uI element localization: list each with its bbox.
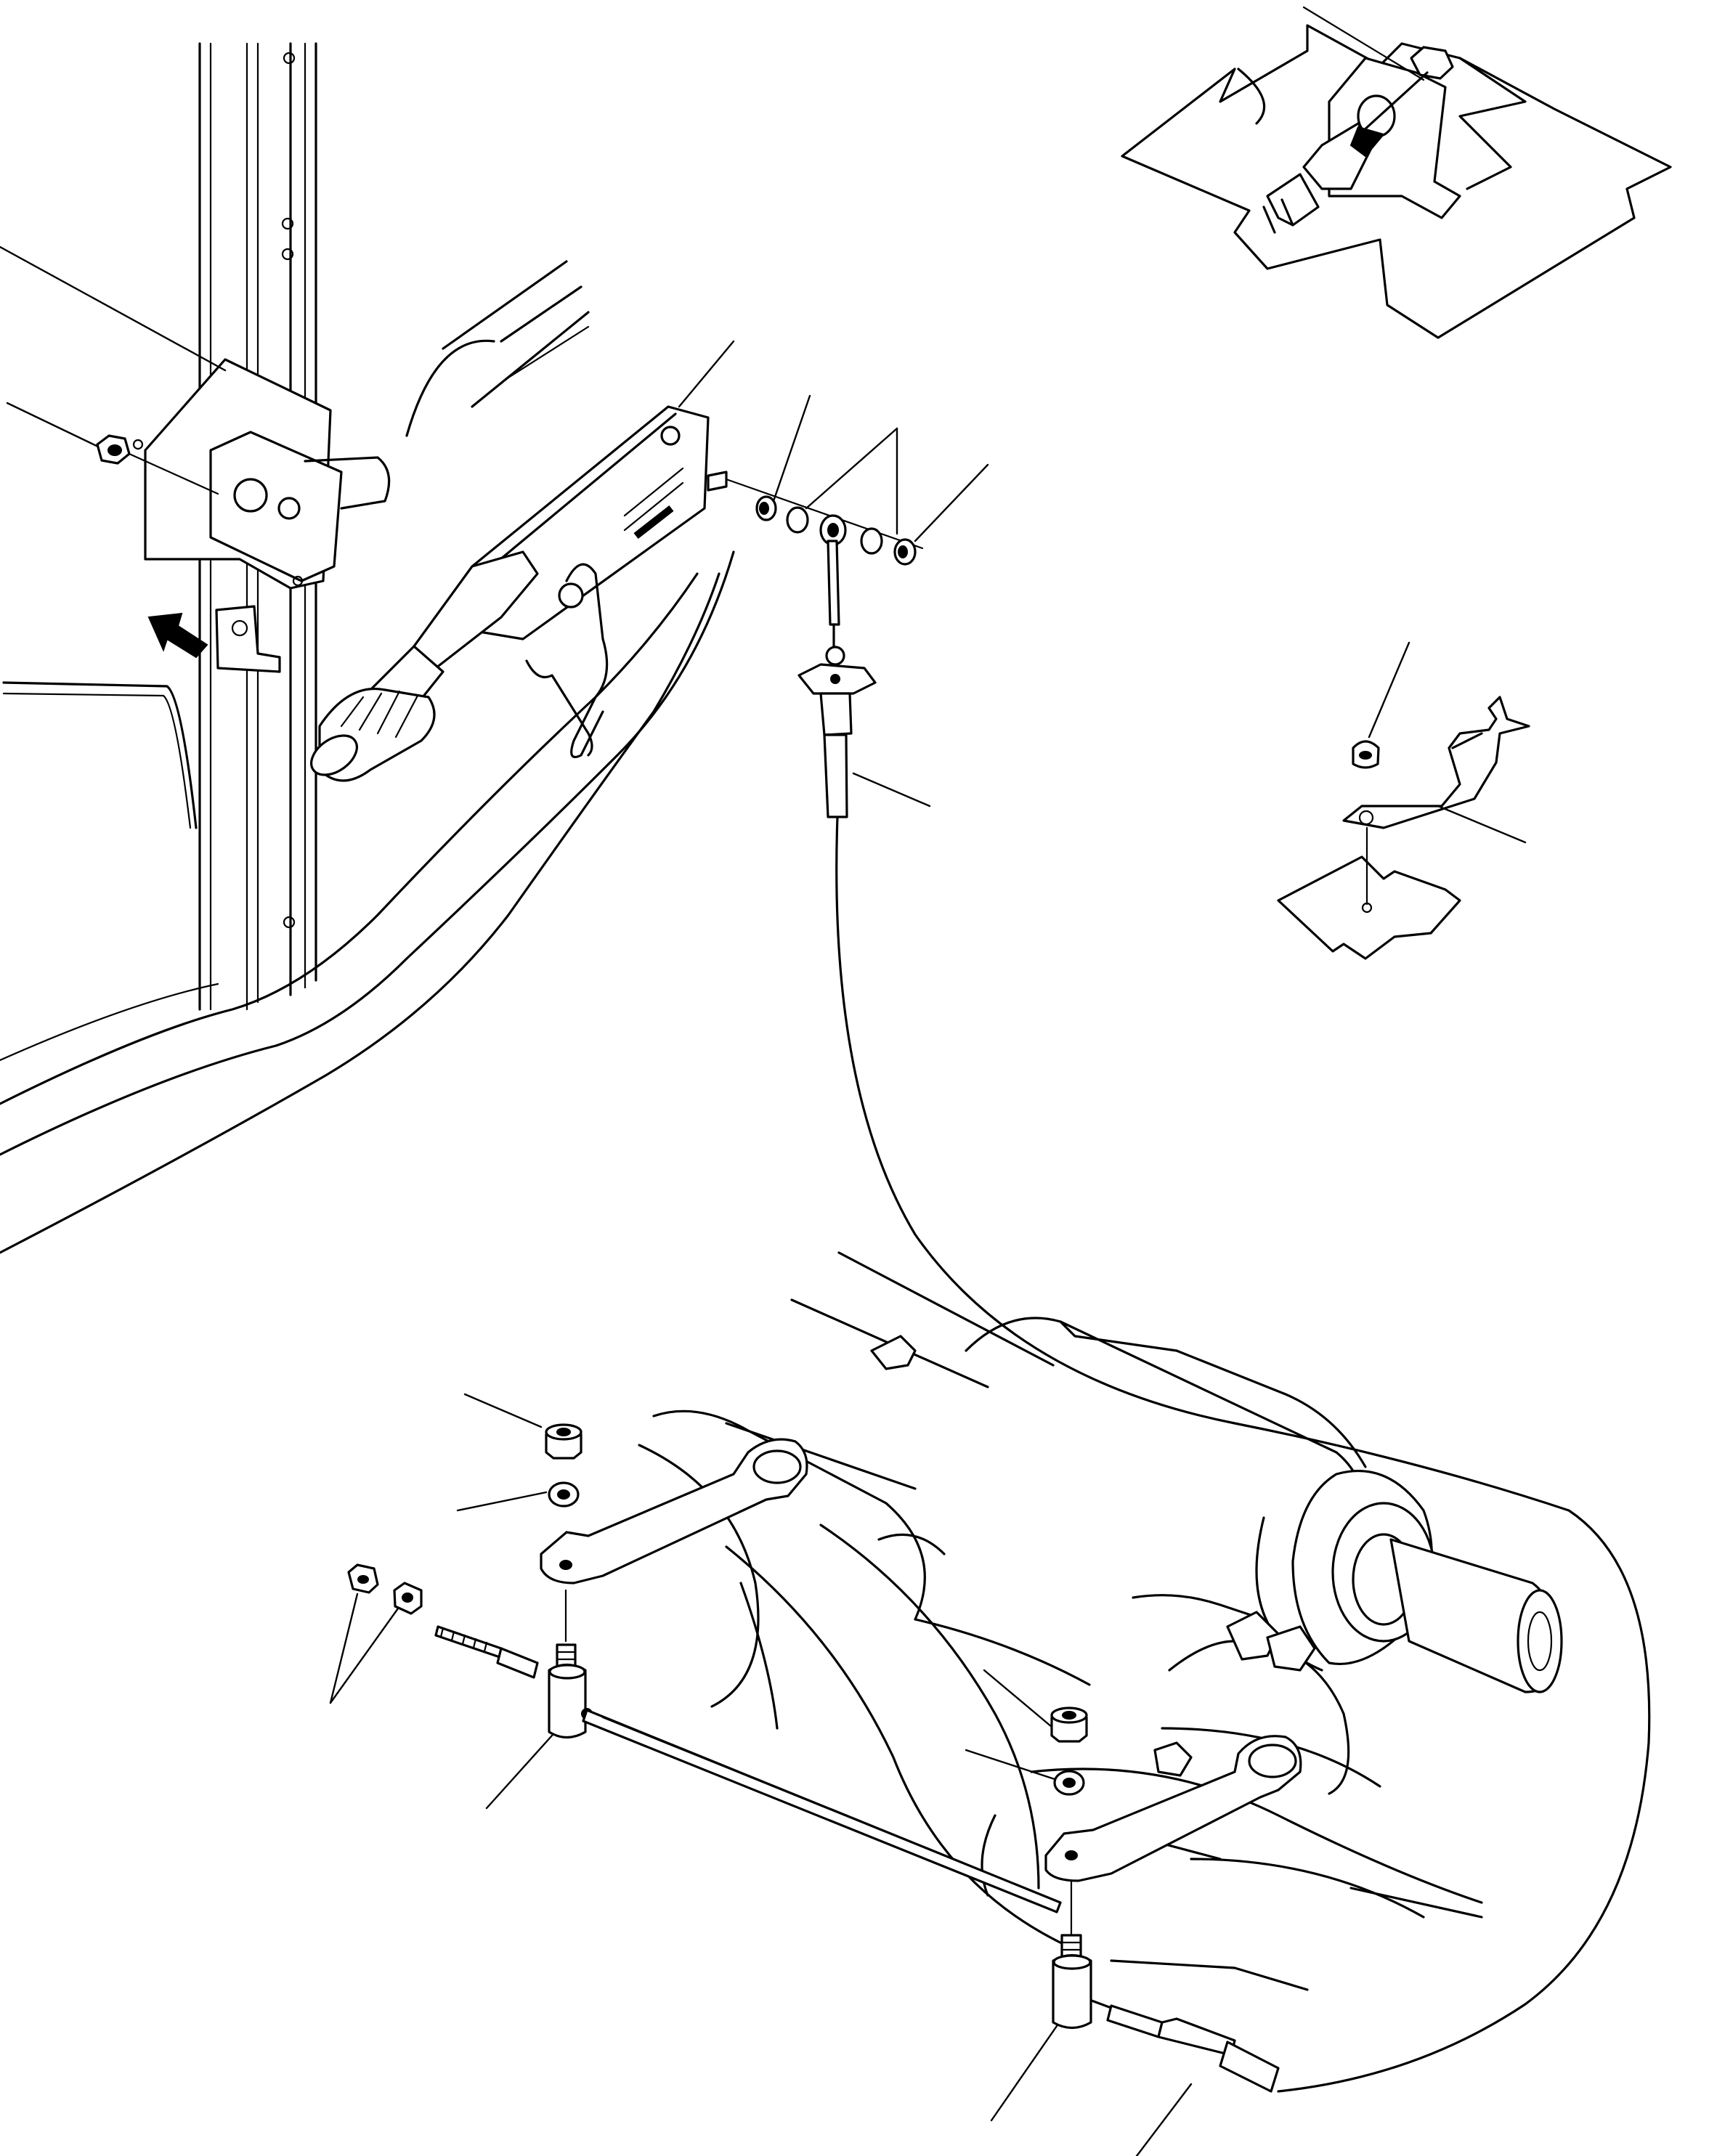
switch-bracket-mount-plate — [1277, 826, 1461, 960]
switch-bracket — [1342, 696, 1530, 829]
detail-switch-panel — [1121, 24, 1672, 339]
right-link-nut-washer — [1050, 1707, 1088, 1937]
cable-end-washer-stack — [725, 478, 924, 566]
lever-pawl-clip — [525, 563, 609, 759]
brake-cable — [835, 815, 1651, 2093]
detail-view-arrow — [147, 605, 281, 673]
bracket-nut — [96, 434, 219, 495]
axle-housing — [725, 1251, 1563, 1693]
hand-brake-handle — [310, 550, 539, 782]
steering-column-tube — [405, 260, 590, 437]
left-clevis-block — [548, 1643, 593, 1739]
brake-rod-threaded-cable — [582, 1709, 1062, 1913]
left-brake-arm — [540, 1438, 808, 1585]
hand-brake-mounting-bracket — [132, 358, 391, 590]
right-clevis-block — [1052, 1934, 1092, 2030]
callout-leader-lines — [0, 245, 1527, 2156]
axle-differential-body — [638, 1335, 1483, 1991]
right-brake-arm — [1044, 1735, 1302, 1882]
cab-side-panel — [2, 681, 198, 829]
left-link-nut-washer — [545, 1423, 582, 1643]
floor-frame-rails — [0, 550, 735, 1254]
brake-cable-upper-end — [797, 540, 877, 818]
detail-switch — [1262, 6, 1454, 234]
adjusting-rod-nuts — [347, 1563, 539, 1679]
brake-cable-lower-end — [1090, 1999, 1280, 2093]
